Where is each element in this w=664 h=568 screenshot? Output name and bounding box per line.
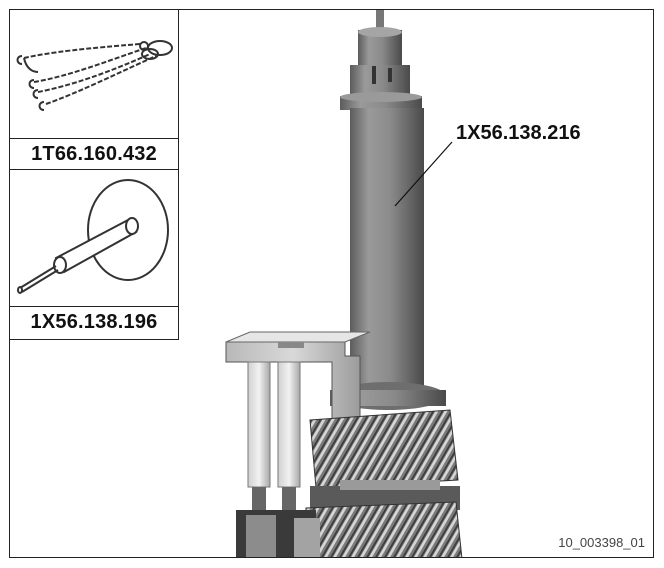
tool-code-1: 1T66.160.432 [10, 138, 178, 170]
lifting-chain-icon [16, 40, 173, 111]
figure-frame: 1T66.160.432 1X56.138.196 1X56.138.21 [9, 9, 654, 558]
gearbox-shaft-illustration [225, 10, 463, 557]
figure-id: 10_003398_01 [558, 535, 645, 550]
tool-image-press-tool [10, 170, 178, 298]
callout-leader [394, 141, 453, 207]
tool-code-2: 1X56.138.196 [10, 306, 178, 338]
callout-label: 1X56.138.216 [456, 122, 581, 144]
tool-image-lifting-chain [10, 10, 178, 138]
special-tools-panel: 1T66.160.432 1X56.138.196 [10, 10, 179, 340]
press-tool-icon [17, 179, 169, 294]
